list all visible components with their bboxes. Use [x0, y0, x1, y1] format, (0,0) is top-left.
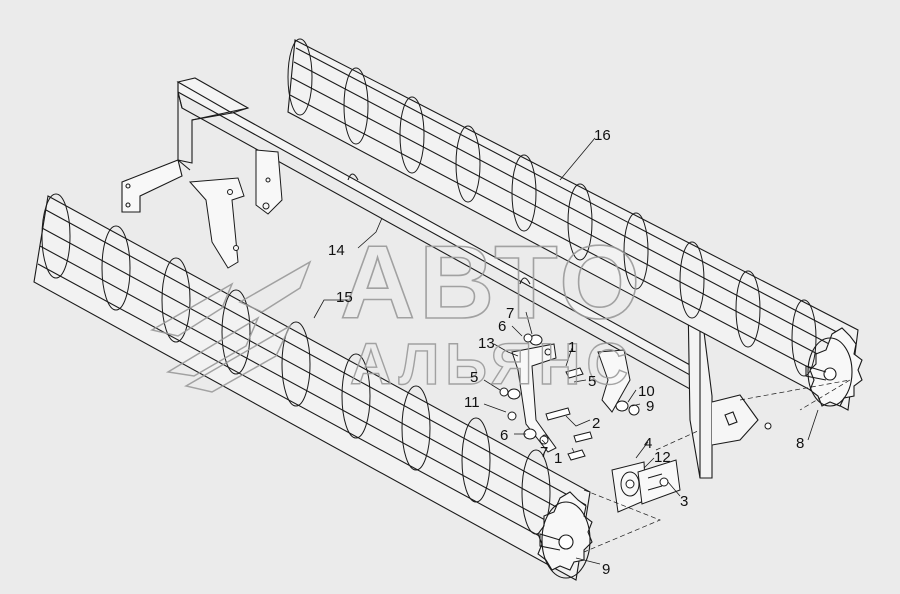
watermark-line2: АЛЬЯНС: [350, 332, 634, 397]
watermark-line1: АВТО: [340, 225, 644, 341]
callout-6b: 6: [500, 427, 508, 444]
callout-10: 10: [638, 383, 655, 400]
callout-14: 14: [328, 242, 345, 259]
callout-6a: 6: [498, 318, 506, 335]
callout-13: 13: [478, 335, 495, 352]
frame-beam: [121, 77, 759, 479]
callout-1a: 1: [568, 339, 576, 356]
callout-1b: 1: [554, 450, 562, 467]
callout-12: 12: [654, 449, 671, 466]
callout-9a: 9: [646, 398, 654, 415]
callout-5a: 5: [470, 369, 478, 386]
callout-11: 11: [464, 394, 480, 411]
front-roller: [33, 193, 593, 581]
callout-15: 15: [336, 289, 353, 306]
callout-16: 16: [594, 127, 611, 144]
leader-lines: [313, 137, 819, 565]
callout-8: 8: [796, 435, 804, 452]
callout-2: 2: [592, 415, 600, 432]
callout-5b: 5: [588, 373, 596, 390]
callout-7a: 7: [506, 305, 514, 322]
callout-4: 4: [644, 435, 652, 452]
callout-9b: 9: [602, 561, 610, 578]
callout-labels: 16 14 15 7 6 13 1 5 5 11 10 9 2 6 7 1 4 …: [328, 127, 804, 578]
fasteners: [499, 333, 772, 487]
bearing-bracket: [511, 343, 681, 513]
rear-roller: [287, 38, 863, 411]
callout-3: 3: [680, 493, 688, 510]
hanger-bracket: [188, 149, 283, 269]
callout-7b: 7: [540, 444, 548, 461]
alignment-lines: [583, 379, 851, 553]
watermark: АВТО АЛЬЯНС: [149, 224, 644, 398]
